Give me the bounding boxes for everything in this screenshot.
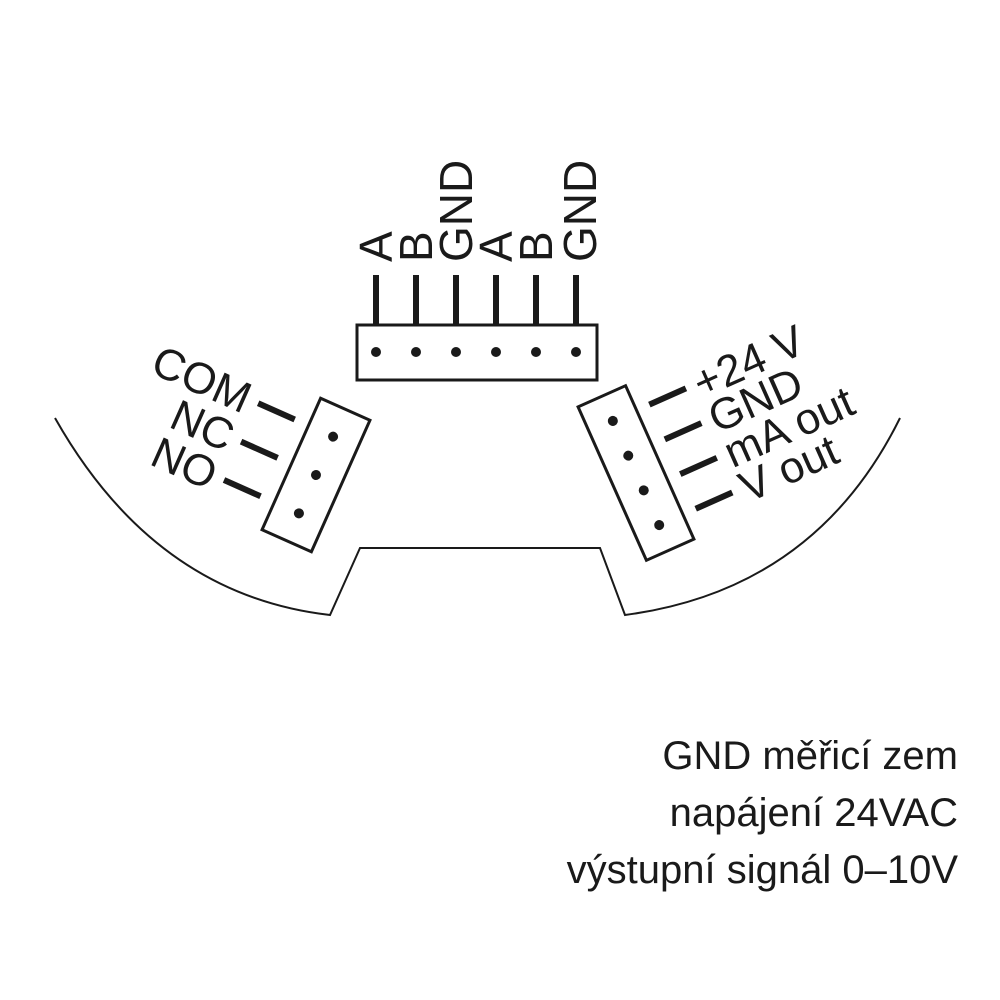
right-connector: +24 V GND mA out V out: [576, 316, 862, 563]
right-terminal-block: [576, 383, 696, 563]
legend-line: napájení 24VAC: [669, 791, 958, 835]
top-connector: A B GND A B GND: [350, 160, 606, 382]
top-label-gnd2: GND: [554, 160, 606, 262]
legend-line: výstupní signál 0–10V: [566, 848, 958, 892]
left-pin: [328, 431, 339, 442]
right-pin: [654, 520, 665, 531]
top-pin: [371, 275, 381, 357]
top-label-gnd1: GND: [430, 160, 482, 262]
right-pin: [607, 415, 618, 426]
top-label-b2: B: [510, 231, 562, 262]
right-wire: [679, 455, 719, 477]
right-wire: [663, 420, 703, 443]
top-pin: [571, 275, 581, 357]
left-pin: [311, 470, 321, 480]
top-label-b1: B: [390, 231, 442, 262]
top-pin: [451, 275, 461, 357]
top-terminal-block: [355, 323, 599, 382]
left-wire: [256, 400, 296, 423]
top-pin: [491, 275, 501, 357]
left-connector: COM NC NO: [144, 336, 372, 554]
housing-outline: [54, 417, 901, 617]
top-pin: [531, 275, 541, 357]
left-wire: [222, 477, 262, 500]
right-pin: [638, 485, 649, 496]
left-pin: [293, 508, 304, 519]
legend-line: GND měřicí zem: [662, 734, 958, 778]
left-wire: [239, 438, 279, 461]
legend: GND měřicí zem napájení 24VAC výstupní s…: [567, 728, 958, 899]
top-label-a2: A: [470, 231, 522, 262]
right-wire: [694, 489, 734, 512]
right-pin: [623, 450, 634, 461]
right-wire: [648, 385, 688, 408]
top-pin: [411, 275, 421, 357]
top-label-a1: A: [350, 231, 402, 262]
